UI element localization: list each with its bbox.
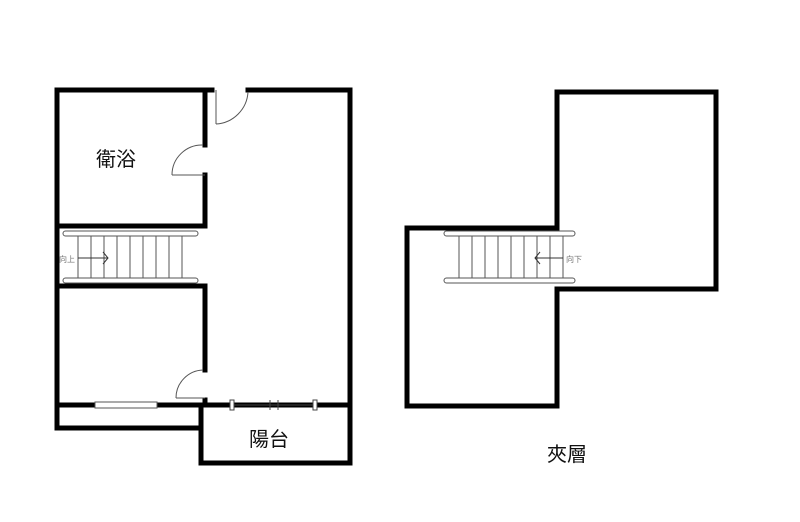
staircase-main bbox=[62, 230, 199, 284]
staircase-mezzanine bbox=[443, 230, 576, 284]
mezzanine-floor: 向下 夾層 bbox=[404, 89, 719, 466]
bathroom-door bbox=[171, 144, 205, 176]
walls-mezzanine bbox=[404, 89, 719, 409]
window bbox=[94, 401, 158, 409]
room-door bbox=[175, 369, 205, 399]
mezzanine-label: 夾層 bbox=[547, 442, 587, 466]
main-floor: 向上 衛浴 陽台 bbox=[54, 87, 353, 466]
stair-down-label: 向下 bbox=[566, 254, 582, 264]
balcony-label: 陽台 bbox=[249, 427, 289, 451]
entry-door bbox=[215, 90, 249, 125]
stair-up-label: 向上 bbox=[59, 254, 75, 264]
balcony-sliding-door bbox=[229, 399, 318, 411]
bathroom-label: 衛浴 bbox=[96, 147, 136, 171]
